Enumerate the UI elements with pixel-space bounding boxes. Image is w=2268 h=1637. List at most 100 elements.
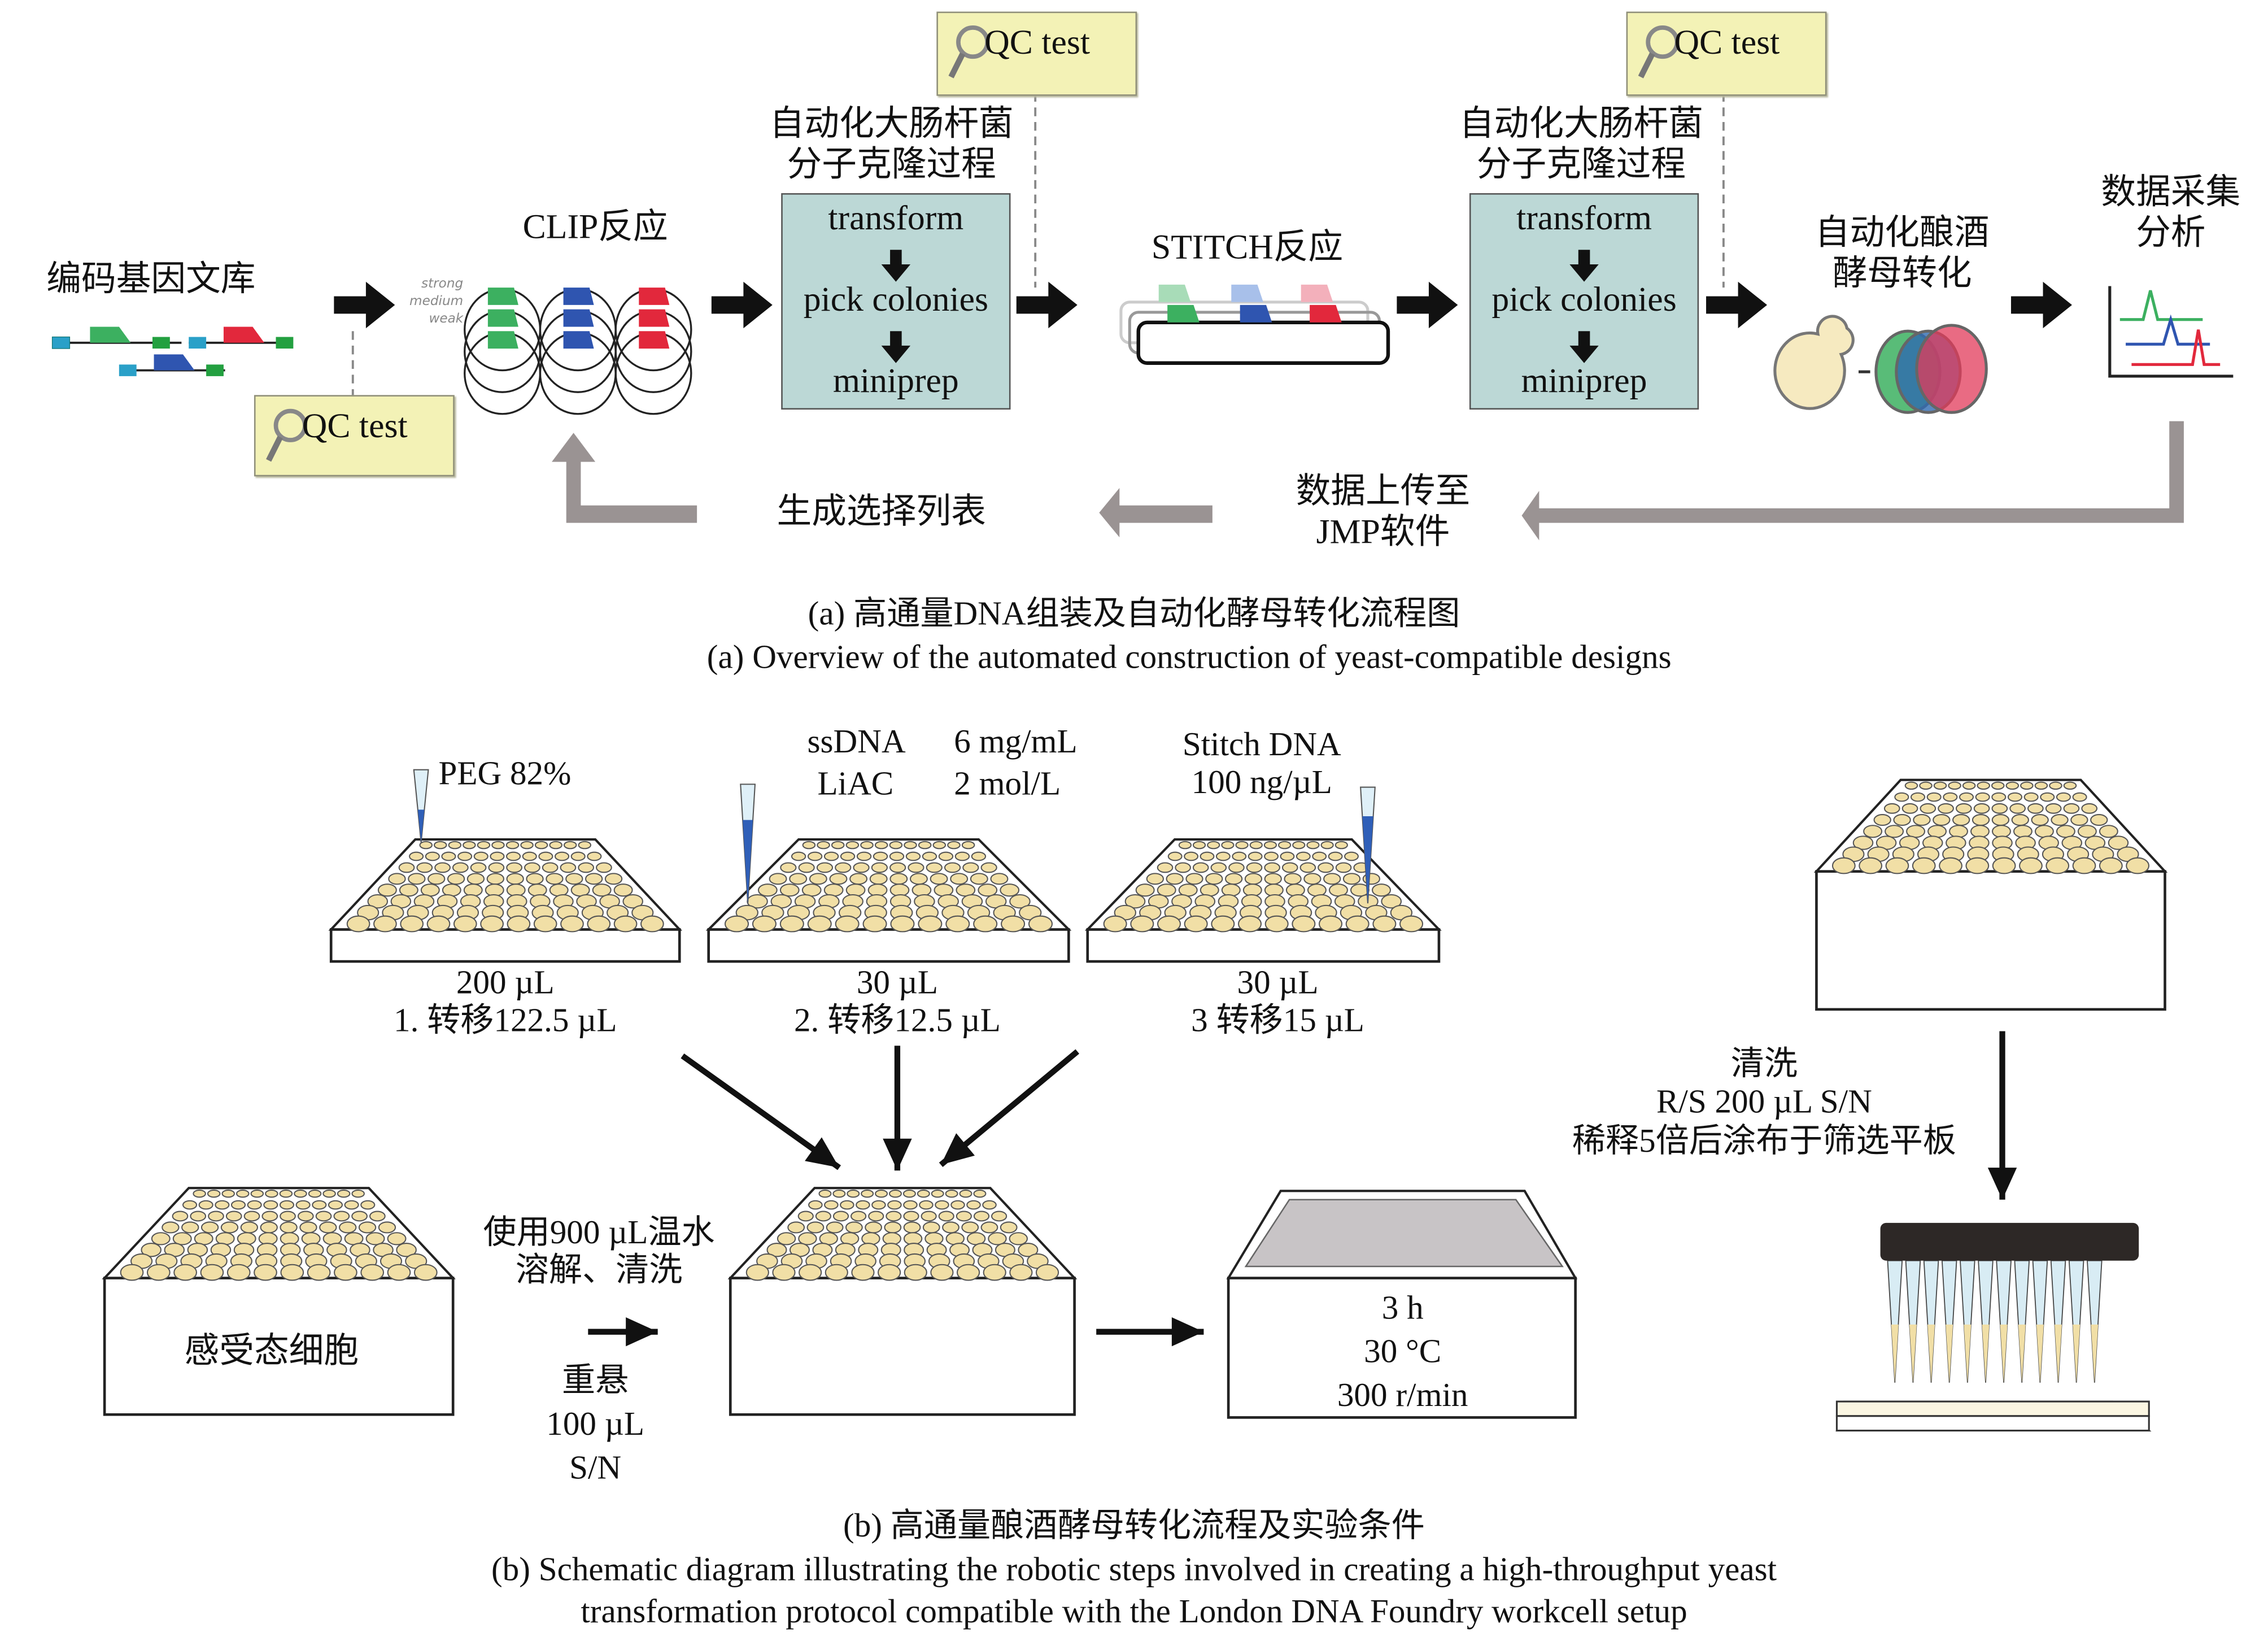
well [832,1189,846,1198]
well [791,851,806,861]
well [856,1200,870,1210]
well [769,873,787,885]
multichannel-pipette [1835,1222,2152,1432]
well [1224,873,1243,885]
well [1192,862,1209,873]
well [346,915,370,933]
well [453,915,477,933]
well [889,841,903,850]
well [524,862,540,873]
well [772,1264,796,1281]
well [505,841,520,850]
well [1028,915,1053,933]
well [871,862,888,873]
well [1184,851,1199,861]
well [1318,915,1343,933]
well [220,1221,239,1234]
well [554,851,570,861]
arrow-right-4 [1397,281,1458,329]
well [845,883,866,897]
well [961,1221,979,1234]
plate-transformation [727,1187,1078,1416]
well [215,1232,235,1246]
well [1157,915,1181,933]
well [409,851,424,861]
well [172,1232,192,1246]
well [1009,894,1031,909]
ecoli-process-title-1: 自动化大肠杆菌 分子克隆过程 [761,106,1022,186]
well [1280,851,1295,861]
well [587,915,611,933]
incubation-time: 3 h [1381,1290,1424,1326]
well [344,1200,359,1210]
well [924,1232,944,1246]
well [457,851,473,861]
well [2040,792,2055,802]
well [2063,781,2077,790]
well [1124,894,1146,909]
well [2013,825,2033,838]
well [904,1264,927,1281]
well [299,1221,317,1234]
well [966,1200,981,1210]
well [1852,835,1874,850]
well [2034,825,2054,838]
well [809,873,827,885]
well [1228,862,1245,873]
well [724,915,749,933]
well [869,873,888,885]
well [903,1211,919,1222]
well [849,873,868,885]
well [388,873,406,885]
tip-liquid [2036,1324,2044,1383]
well [377,883,397,897]
well [1831,857,1856,874]
pipette-tip-stitch [1360,786,1376,904]
wash-line1: 使用900 µL温水 [483,1214,715,1251]
well [365,1232,385,1246]
well [549,841,562,850]
arrow-from-plate2 [883,1046,912,1171]
well [1264,851,1279,861]
well [1920,803,1936,814]
well [845,1221,863,1234]
well [463,883,483,897]
arrow-from-plate1 [681,1053,841,1170]
well [333,1211,350,1222]
well [2045,857,2070,874]
magnifier-icon [1638,25,1680,79]
step-pick-colonies: pick colonies [803,281,989,320]
well [2126,857,2150,874]
well [1221,841,1235,850]
well [990,873,1009,885]
well [1248,851,1263,861]
incubation-conditions: 3 h 30 °C 300 r/min [1228,1287,1577,1417]
well [592,883,612,897]
resuspend-line3: S/N [569,1449,622,1486]
well [945,1232,965,1246]
stitch-assembly-icon [1119,284,1390,365]
well [1991,814,2010,826]
arrow-cells-to-transformation [588,1317,658,1347]
yeast-cells-icon [1773,315,1988,414]
well [1885,857,1909,874]
tip-liquid [2091,1324,2099,1383]
well [563,841,577,850]
well [973,915,998,933]
well [141,1243,162,1257]
well [954,851,970,861]
well [396,1243,417,1257]
well [280,1211,296,1222]
well [441,851,456,861]
well [865,1221,883,1234]
well [261,1211,278,1222]
well [874,841,888,850]
well [845,841,860,850]
ecoli-title-line1: 自动化大肠杆菌 [1459,106,1703,144]
resuspend-line2: 100 µL [546,1405,645,1442]
well [2019,857,2043,874]
well [973,1211,990,1222]
well [399,883,418,897]
well [419,841,433,850]
